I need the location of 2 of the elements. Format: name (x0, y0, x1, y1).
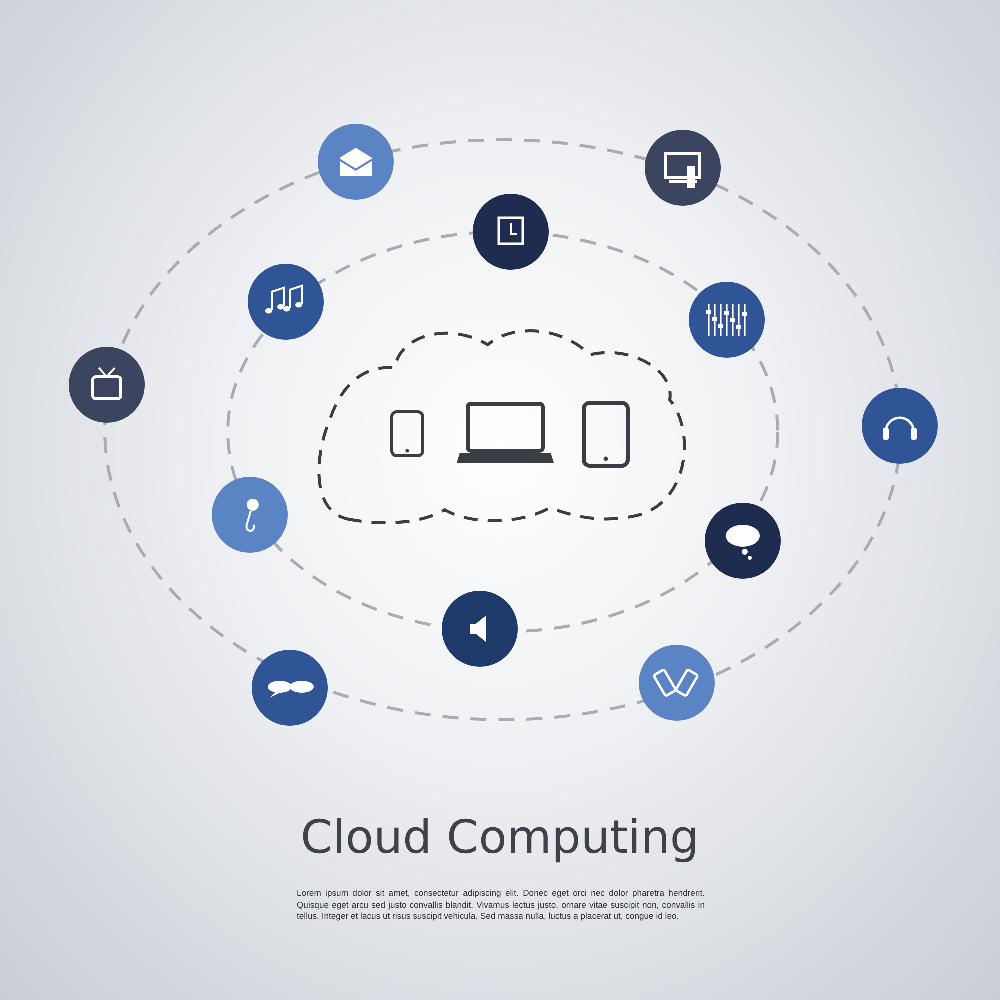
title: Cloud Computing (300, 810, 700, 864)
caption-paragraph: Lorem ipsum dolor sit amet, consectetur adipiscing elit. Donec eget orci nec dolor pharetra hendrerit. Quisque eget arcu sed justo convallis blandit. Vivamus lectus justo, ornare vitae suscipit non, convallis in tellus. Integer et lacus ut risus suscipit vehicula. Sed massa nulla, luctus a placerat ut, congue id leo. (297, 888, 705, 923)
